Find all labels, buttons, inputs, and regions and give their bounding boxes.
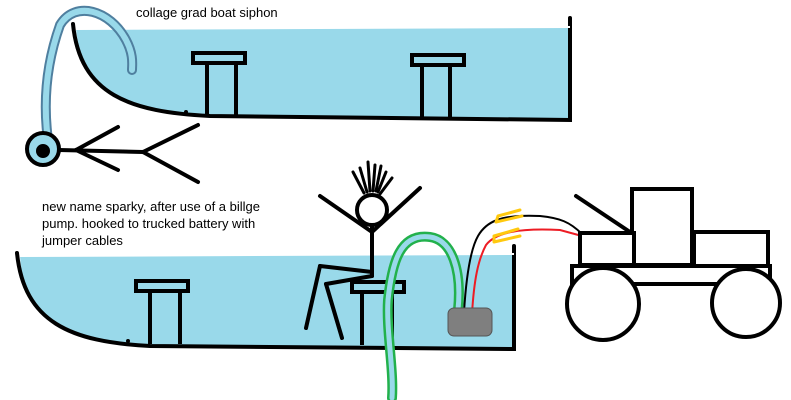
caption-top: collage grad boat siphon — [136, 5, 278, 20]
top-boat-seat-left — [191, 51, 247, 116]
bottom-boat-drain-plug — [126, 339, 130, 343]
pump-hose — [382, 231, 464, 400]
truck-cab — [630, 187, 694, 267]
bottom-boat-water — [20, 254, 514, 348]
truck-wheel-rear — [710, 267, 782, 339]
lying-stick-figure — [25, 123, 200, 184]
jumper-cables — [463, 208, 583, 315]
truck-wheel-front — [565, 266, 641, 342]
caption-middle: new name sparky, after use of a billge p… — [42, 199, 260, 248]
truck — [565, 187, 782, 342]
truck-bed-rear — [692, 230, 770, 268]
yellow-clamp-bottom — [492, 227, 522, 244]
top-boat — [71, 16, 572, 123]
bilge-pump — [447, 307, 493, 337]
top-boat-drain-plug — [184, 110, 188, 114]
yellow-clamp-top — [494, 208, 524, 224]
red-cable — [471, 228, 583, 315]
bottom-boat-seat-left — [134, 279, 190, 344]
black-cable — [463, 214, 583, 313]
bottom-boat — [15, 244, 516, 352]
top-boat-seat-right — [410, 53, 466, 118]
siphon-hose — [40, 5, 138, 145]
bottom-boat-hull — [15, 244, 516, 352]
truck-hood-open — [574, 194, 632, 234]
truck-bed-front — [578, 231, 636, 267]
sparky-stick-figure — [304, 160, 422, 340]
sparky-hair — [351, 160, 394, 196]
top-boat-water — [76, 27, 570, 120]
top-boat-waterline — [75, 26, 571, 30]
